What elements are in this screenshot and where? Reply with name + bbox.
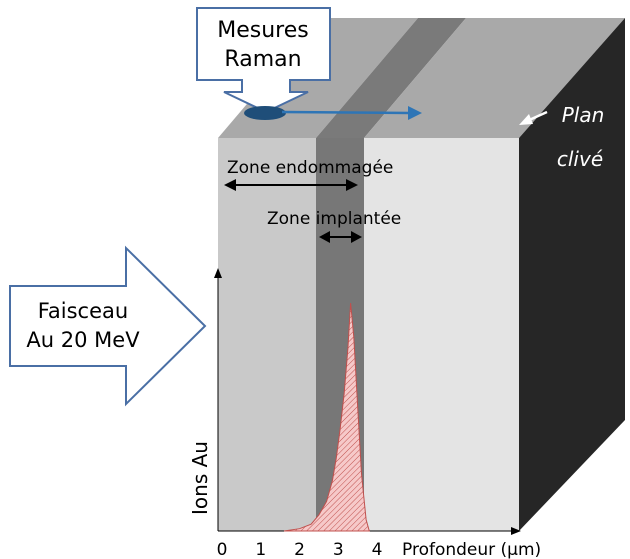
plan-label-line2: clivé xyxy=(557,147,603,171)
zone-implanted-label: Zone implantée xyxy=(267,209,401,229)
beam-arrow-shape xyxy=(9,245,207,407)
raman-scan-arrow xyxy=(281,106,422,120)
top-face-implanted-band xyxy=(316,18,466,138)
series-layer xyxy=(283,302,370,532)
front-face-bulk xyxy=(364,138,519,531)
x-tick-label: 3 xyxy=(333,540,344,559)
x-tick-label: 4 xyxy=(372,540,383,559)
raman-callout: Mesures Raman xyxy=(196,7,331,114)
plan-label-line1: Plan xyxy=(562,103,605,127)
x-tick-label: 1 xyxy=(255,540,266,559)
x-tick-label: 2 xyxy=(294,540,305,559)
zone-damaged-arrow xyxy=(224,179,358,191)
beam-label-line2: Au 20 MeV xyxy=(26,328,140,352)
zone-implanted-arrow xyxy=(319,231,362,243)
y-axis xyxy=(214,268,222,531)
x-tick-labels: 0 1 2 3 4 xyxy=(217,540,383,559)
beam-label-line1: Faisceau xyxy=(38,299,128,323)
raman-label-line2: Raman xyxy=(224,47,301,72)
cleaved-plane-arrow xyxy=(519,110,548,125)
raman-spot xyxy=(244,106,286,120)
raman-callout-shape xyxy=(196,7,331,114)
x-tick-label: 0 xyxy=(217,540,228,559)
raman-label-line1: Mesures xyxy=(217,18,308,43)
cleaved-side-face xyxy=(519,18,625,531)
zone-damaged-label: Zone endommagée xyxy=(227,158,393,178)
top-face-right xyxy=(364,18,625,138)
y-axis-label: Ions Au xyxy=(188,441,212,515)
beam-arrow: Faisceau Au 20 MeV xyxy=(9,245,207,407)
x-axis-label: Profondeur (µm) xyxy=(402,540,541,559)
front-face-damaged-zone xyxy=(218,138,316,531)
ion-profile-area xyxy=(283,302,370,532)
sample-front-face xyxy=(218,138,519,531)
depth-profile-chart: Ions Au Profondeur (µm) 0 1 2 3 4 xyxy=(188,268,541,559)
